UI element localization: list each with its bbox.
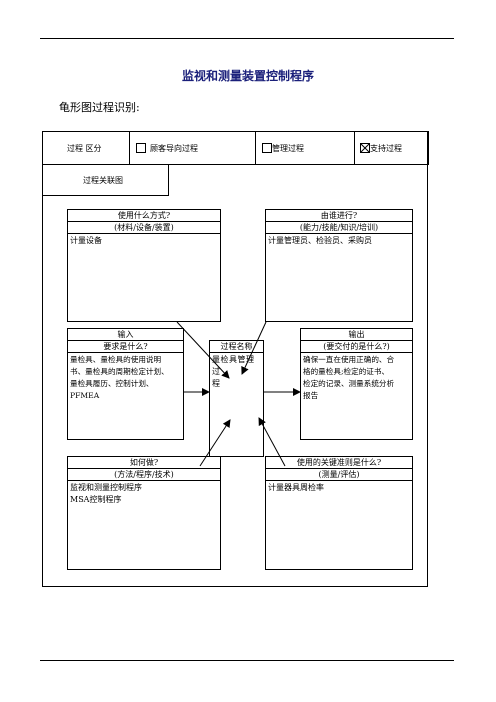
- personnel-subtitle: (能力/技能/知识/培训): [299, 223, 379, 232]
- option-management-cell: 管理过程: [255, 131, 355, 165]
- method-subtitle: (方法/程序/技术): [114, 470, 174, 479]
- input-box: 输入 要求是什么? 量检具、量检具的使用说明 书、量检具的周期检定计划、 量检具…: [67, 328, 184, 440]
- option-support-cell: 支持过程: [354, 131, 429, 165]
- footer-rule: [40, 660, 454, 661]
- option-customer-cell: 顾客导向过程: [129, 131, 256, 165]
- criteria-content: 计量器具周检率: [268, 483, 324, 492]
- process-name-title: 过程名称: [220, 342, 253, 351]
- method-title: 如何做?: [129, 458, 159, 467]
- turtle-diagram-frame: 过程 区分 顾客导向过程 管理过程 支持过程 过程关联图: [42, 131, 429, 587]
- personnel-content: 计量管理员、检验员、采购员: [268, 236, 372, 245]
- personnel-box: 由谁进行? (能力/技能/知识/培训) 计量管理员、检验员、采购员: [265, 209, 413, 322]
- materials-subtitle: (材料/设备/装置): [114, 223, 174, 232]
- support-process-checkbox[interactable]: [360, 143, 370, 153]
- process-name-content: 量检具管理过 程: [212, 355, 255, 388]
- output-content: 确保一直在使用正确的、合 格的量检具;检定的证书、 检定的记录、测量系统分析 报…: [303, 355, 395, 400]
- document-title: 监视和测量装置控制程序: [181, 69, 314, 83]
- relation-label-cell: 过程关联图: [42, 164, 169, 196]
- criteria-title: 使用的关键准则是什么?: [296, 458, 382, 467]
- management-process-label: 管理过程: [272, 144, 304, 153]
- process-name-box: 过程名称 量检具管理过 程: [209, 340, 264, 457]
- input-title: 输入: [117, 330, 134, 339]
- process-type-label-cell: 过程 区分: [42, 131, 130, 165]
- relation-label: 过程关联图: [83, 176, 123, 185]
- document-subtitle: 龟形图过程识别:: [59, 101, 140, 114]
- process-type-label: 过程 区分: [67, 144, 102, 153]
- customer-process-label: 顾客导向过程: [150, 144, 198, 153]
- method-content: 监视和测量控制程序 MSA控制程序: [70, 483, 142, 504]
- output-subtitle: (要交付的是什么?): [323, 342, 390, 351]
- criteria-subtitle: (测量/评估): [318, 470, 360, 479]
- personnel-title: 由谁进行?: [320, 211, 358, 220]
- management-process-checkbox[interactable]: [262, 143, 272, 153]
- checkmark-x-icon: [361, 144, 369, 152]
- output-title: 输出: [348, 330, 365, 339]
- input-subtitle: 要求是什么?: [103, 342, 148, 351]
- materials-content: 计量设备: [70, 236, 102, 245]
- input-content: 量检具、量检具的使用说明 书、量检具的周期检定计划、 量检具履历、控制计划、 P…: [70, 355, 169, 400]
- customer-process-checkbox[interactable]: [136, 143, 146, 153]
- materials-title: 使用什么方式?: [117, 211, 171, 220]
- support-process-label: 支持过程: [370, 144, 402, 153]
- output-box: 输出 (要交付的是什么?) 确保一直在使用正确的、合 格的量检具;检定的证书、 …: [300, 328, 413, 440]
- materials-box: 使用什么方式? (材料/设备/装置) 计量设备: [67, 209, 221, 322]
- header-rule: [40, 38, 454, 39]
- method-box: 如何做? (方法/程序/技术) 监视和测量控制程序 MSA控制程序: [67, 456, 221, 570]
- criteria-box: 使用的关键准则是什么? (测量/评估) 计量器具周检率: [265, 456, 413, 570]
